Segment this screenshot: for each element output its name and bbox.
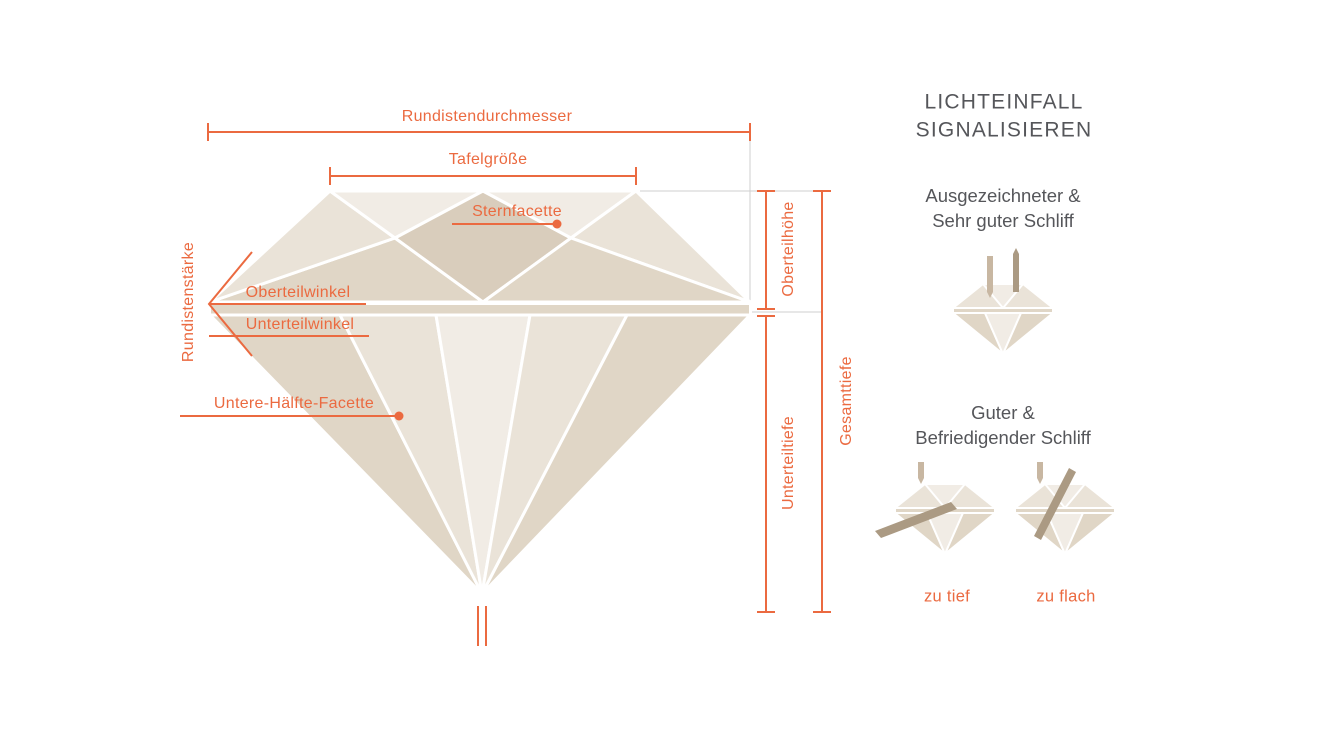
label-pavilion-depth: Unterteiltiefe: [780, 415, 797, 511]
measurement-lines: [180, 123, 831, 646]
caption-excellent-cut: Ausgezeichneter & Sehr guter Schliff: [925, 184, 1080, 234]
guide-lines: [640, 133, 831, 313]
light-ray-exiting-top-icon: [1013, 248, 1019, 292]
light-ray-leaking-bottom-icon: [1034, 468, 1076, 540]
diamond-icon-too-flat: [1014, 462, 1116, 555]
caption-good-cut: Guter & Befriedigender Schliff: [915, 401, 1091, 451]
panel-title-line2: SIGNALISIEREN: [915, 118, 1093, 141]
label-too-deep: zu tief: [923, 587, 971, 606]
label-star-facet: Sternfacette: [472, 203, 562, 220]
caption-excellent-line1: Ausgezeichneter &: [925, 185, 1081, 207]
label-too-flat: zu flach: [1036, 587, 1096, 606]
diamond-icon-too-deep: [875, 462, 996, 555]
caption-excellent-line2: Sehr guter Schliff: [932, 210, 1074, 231]
star-facet-pointer-dot: [552, 219, 562, 229]
diamond-icon-excellent: [952, 248, 1054, 355]
label-total-depth: Gesamttiefe: [838, 356, 855, 446]
diamond-cross-section: [208, 189, 752, 596]
crown-facet: [481, 236, 752, 304]
light-ray-entering-icon: [918, 462, 924, 484]
diamond-pavilion: [208, 313, 752, 596]
panel-title: LICHTEINFALL SIGNALISIEREN: [916, 88, 1093, 143]
icon-pavilion-facet: [944, 512, 996, 555]
label-girdle-thickness: Rundistenstärke: [180, 241, 197, 363]
label-crown-height: Oberteilhöhe: [780, 201, 797, 297]
light-ray-entering-icon: [1037, 462, 1043, 484]
label-crown-angle: Oberteilwinkel: [245, 284, 351, 301]
label-table-size: Tafelgröße: [448, 151, 528, 168]
light-ray-leaking-side-icon: [875, 502, 957, 538]
panel-title-line1: LICHTEINFALL: [924, 90, 1084, 114]
icon-table-facet: [924, 483, 966, 509]
label-pavilion-angle: Unterteilwinkel: [245, 316, 355, 333]
icon-pavilion-facet: [1064, 512, 1116, 555]
label-girdle-diameter: Rundistendurchmesser: [401, 108, 573, 125]
lower-half-facet-pointer-dot: [394, 411, 404, 421]
light-ray-entering-icon: [987, 256, 993, 298]
pavilion-facet: [480, 313, 752, 596]
diamond-crown: [208, 189, 752, 304]
caption-good-line2: Befriedigender Schliff: [915, 427, 1091, 448]
caption-good-line1: Guter &: [971, 402, 1035, 424]
diamond-girdle: [209, 303, 751, 316]
icon-pavilion-facet: [1002, 312, 1054, 355]
label-lower-half-facet: Untere-Hälfte-Facette: [213, 395, 375, 412]
